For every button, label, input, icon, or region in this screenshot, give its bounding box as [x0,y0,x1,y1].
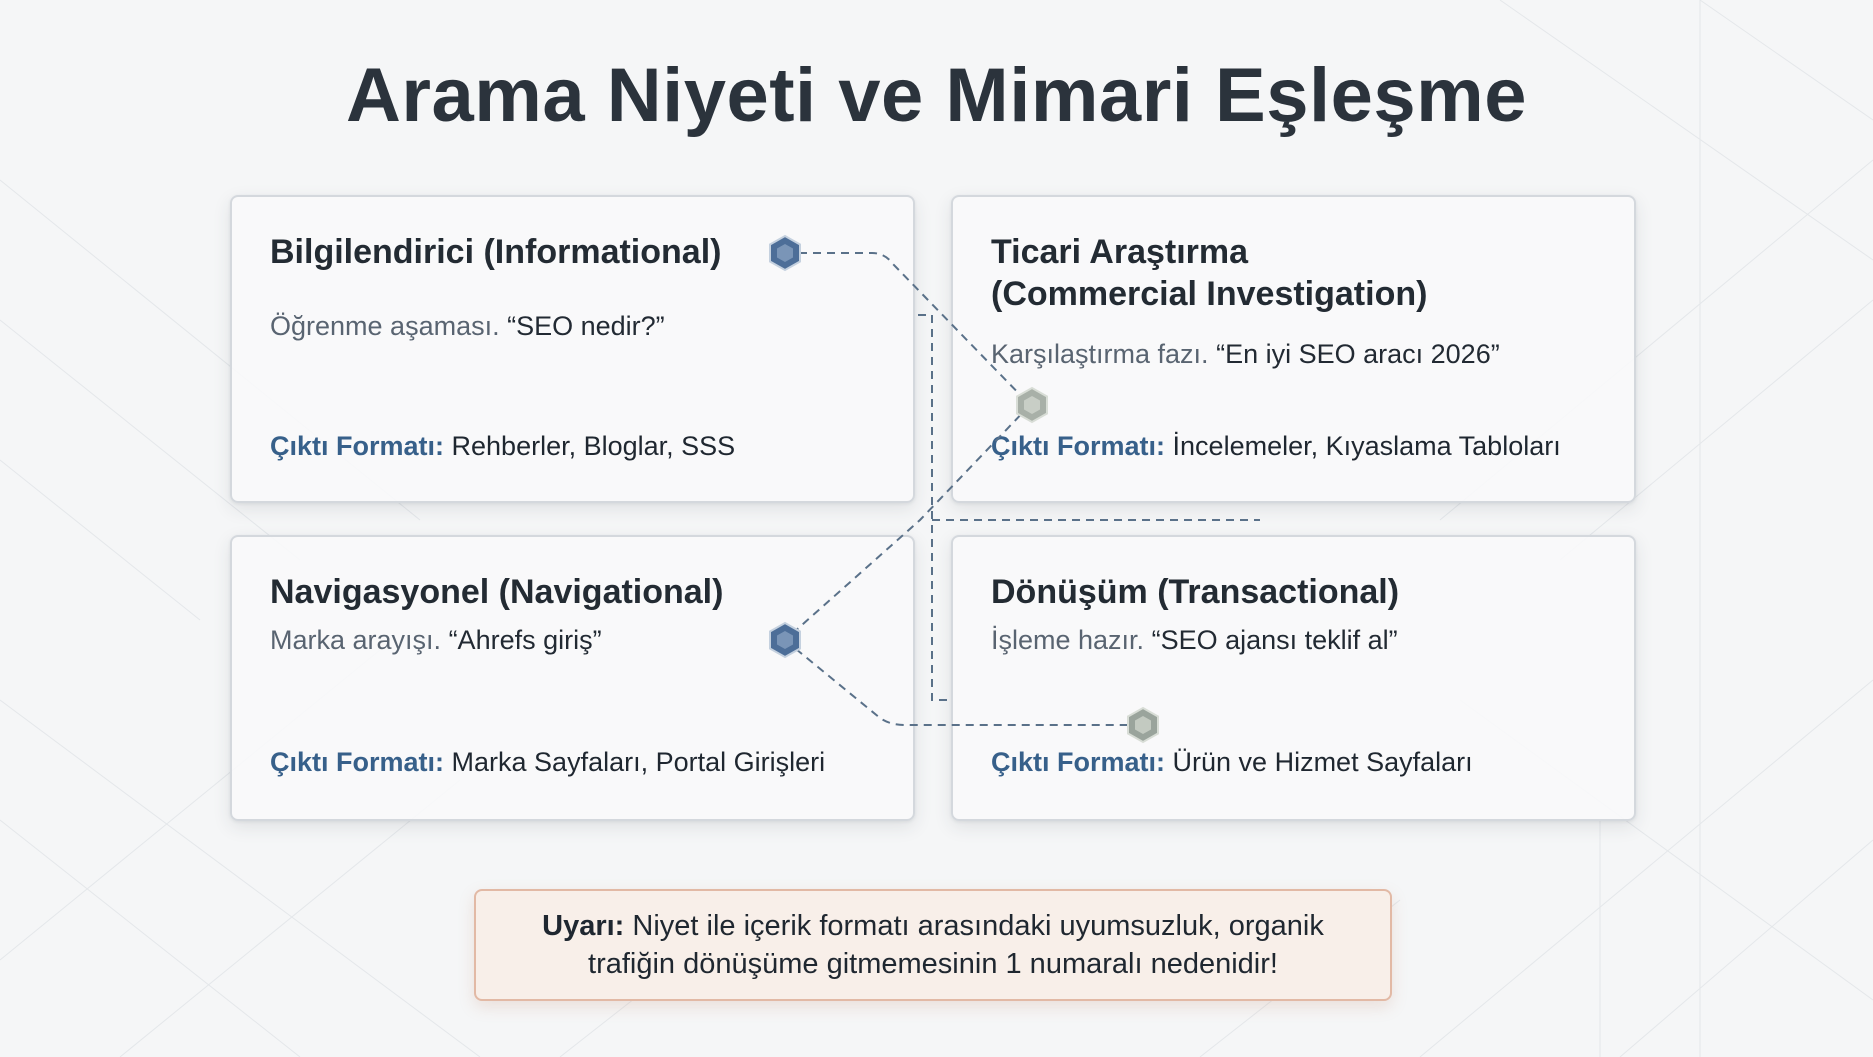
card-description-prefix: Karşılaştırma fazı. [991,339,1209,369]
output-format-value: İncelemeler, Kıyaslama Tabloları [1172,431,1561,461]
output-format-label: Çıktı Formatı: [991,747,1166,777]
card-example-query: “SEO nedir?” [507,311,665,341]
warning-text: Uyarı: Niyet ile içerik formatı arasında… [542,907,1324,983]
card-navigational: Navigasyonel (Navigational) Marka arayış… [230,535,915,821]
card-title: Bilgilendirici (Informational) [270,233,722,271]
card-informational: Bilgilendirici (Informational) Öğrenme a… [230,195,915,503]
card-description: Marka arayışı. “Ahrefs giriş” [270,623,602,657]
card-title: Ticari Araştırma (Commercial Investigatio… [991,231,1427,315]
output-format-label: Çıktı Formatı: [270,431,445,461]
output-format-label: Çıktı Formatı: [270,747,445,777]
card-output-format: Çıktı Formatı: Marka Sayfaları, Portal G… [270,745,825,779]
warning-box: Uyarı: Niyet ile içerik formatı arasında… [474,889,1392,1001]
card-title-line1: Ticari Araştırma [991,233,1249,271]
card-output-format: Çıktı Formatı: Rehberler, Bloglar, SSS [270,429,735,463]
card-example-query: “SEO ajansı teklif al” [1151,625,1398,655]
card-title: Navigasyonel (Navigational) [270,573,724,611]
card-description: Karşılaştırma fazı. “En iyi SEO aracı 20… [991,337,1500,371]
output-format-label: Çıktı Formatı: [991,431,1166,461]
card-description-prefix: İşleme hazır. [991,625,1145,655]
output-format-value: Rehberler, Bloglar, SSS [451,431,736,461]
card-example-query: “Ahrefs giriş” [448,625,602,655]
warning-line1: Niyet ile içerik formatı arasındaki uyum… [632,910,1324,942]
card-description-prefix: Marka arayışı. [270,625,442,655]
warning-label: Uyarı: [542,910,625,942]
page-title: Arama Niyeti ve Mimari Eşleşme [346,53,1527,138]
output-format-value: Marka Sayfaları, Portal Girişleri [451,747,826,777]
card-title-line2: (Commercial Investigation) [991,275,1428,313]
card-output-format: Çıktı Formatı: Ürün ve Hizmet Sayfaları [991,745,1473,779]
card-description: Öğrenme aşaması. “SEO nedir?” [270,309,665,343]
output-format-value: Ürün ve Hizmet Sayfaları [1172,747,1473,777]
warning-line2: trafiğin dönüşüme gitmemesinin 1 numaral… [588,948,1278,980]
card-example-query: “En iyi SEO aracı 2026” [1216,339,1500,369]
card-transactional: Dönüşüm (Transactional) İşleme hazır. “S… [951,535,1636,821]
card-title: Dönüşüm (Transactional) [991,573,1400,611]
card-description-prefix: Öğrenme aşaması. [270,311,500,341]
card-commercial-investigation: Ticari Araştırma (Commercial Investigatio… [951,195,1636,503]
card-description: İşleme hazır. “SEO ajansı teklif al” [991,623,1398,657]
card-output-format: Çıktı Formatı: İncelemeler, Kıyaslama Ta… [991,429,1561,463]
